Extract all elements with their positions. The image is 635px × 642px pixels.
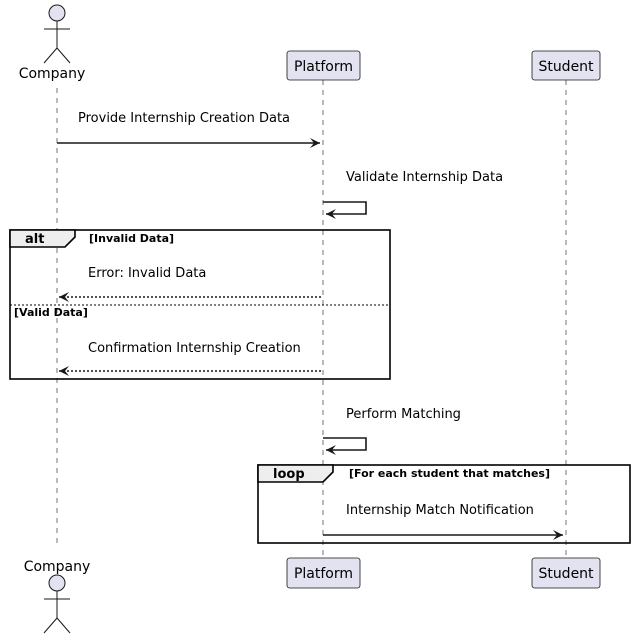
alt-keyword: alt bbox=[25, 232, 44, 247]
message-label: Provide Internship Creation Data bbox=[78, 111, 290, 126]
alt-fragment: alt [Invalid Data] Error: Invalid Data [… bbox=[9, 229, 391, 380]
participant-label-platform: Platform bbox=[294, 59, 353, 75]
message-label: Confirmation Internship Creation bbox=[88, 341, 301, 356]
actor-company-top: Company bbox=[19, 4, 86, 82]
participant-student-bottom: Student bbox=[531, 557, 601, 589]
alt-guard-invalid: [Invalid Data] bbox=[89, 232, 174, 245]
actor-icon bbox=[43, 574, 71, 634]
message-match-notification: Internship Match Notification bbox=[323, 503, 563, 540]
loop-header-tab bbox=[257, 464, 334, 483]
message-perform-matching: Perform Matching bbox=[323, 407, 461, 455]
loop-guard: [For each student that matches] bbox=[349, 467, 550, 480]
alt-guard-valid: [Valid Data] bbox=[14, 306, 88, 319]
participant-label-company: Company bbox=[19, 66, 86, 82]
message-confirmation: Confirmation Internship Creation bbox=[59, 341, 321, 376]
actor-icon bbox=[43, 4, 71, 64]
loop-fragment: loop [For each student that matches] Int… bbox=[257, 464, 631, 544]
participant-label-company-bottom: Company bbox=[24, 559, 91, 575]
loop-keyword: loop bbox=[273, 467, 305, 482]
message-label: Internship Match Notification bbox=[346, 503, 534, 518]
alt-header-tab bbox=[9, 229, 76, 248]
message-error: Error: Invalid Data bbox=[59, 266, 321, 302]
message-provide-data: Provide Internship Creation Data bbox=[57, 111, 320, 148]
message-label: Error: Invalid Data bbox=[88, 266, 206, 281]
participant-platform-bottom: Platform bbox=[286, 557, 361, 589]
message-validate-data: Validate Internship Data bbox=[323, 170, 503, 219]
participant-label-student: Student bbox=[538, 59, 594, 75]
message-label: Perform Matching bbox=[346, 407, 461, 422]
message-label: Validate Internship Data bbox=[346, 170, 503, 185]
loop-frame bbox=[257, 464, 631, 544]
participant-platform-top: Platform bbox=[286, 50, 361, 81]
actor-company-bottom: Company bbox=[24, 559, 91, 634]
participant-label-student-bottom: Student bbox=[538, 566, 594, 582]
participant-student-top: Student bbox=[531, 50, 601, 81]
self-message-arrow bbox=[323, 201, 367, 219]
self-message-arrow bbox=[323, 437, 367, 455]
participant-label-platform-bottom: Platform bbox=[294, 566, 353, 582]
